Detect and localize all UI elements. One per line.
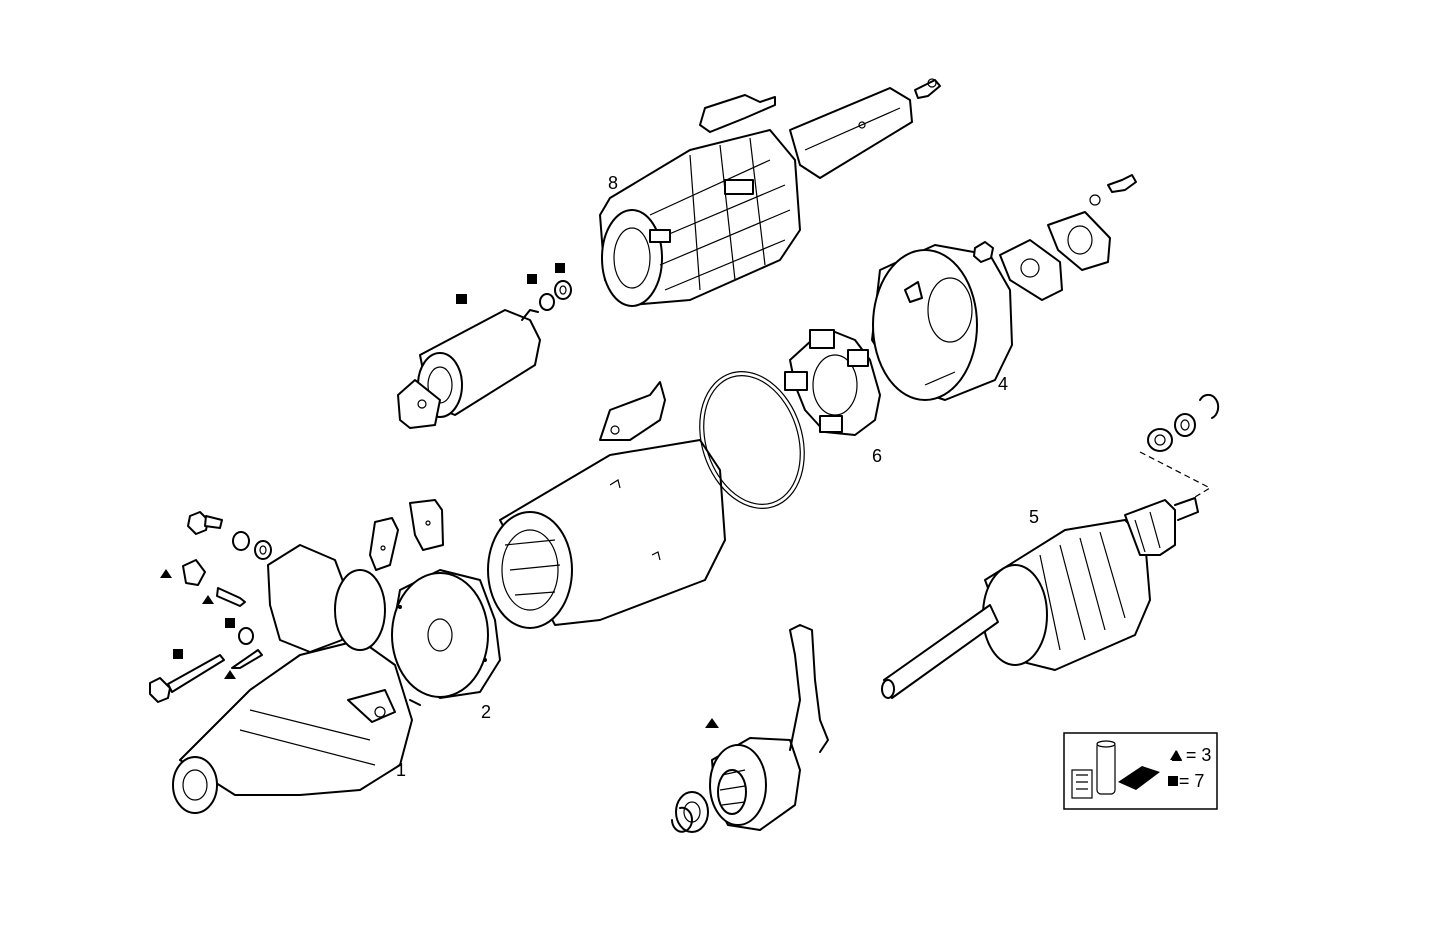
callout-1: 1 [396,760,406,780]
triangle-marker [224,670,236,679]
brush-icon [1118,766,1160,790]
drive-pinion-assembly [709,624,829,831]
square-marker [555,263,565,273]
bearing-plate-part-2 [391,569,501,699]
callout-8: 8 [608,173,618,193]
armature-washers [1147,393,1220,452]
consumables-legend: ▲= 3 ■= 7 [1063,732,1218,810]
pivot-pin [182,559,246,607]
pole-shoe [789,87,913,179]
pole-screw [914,78,941,99]
legend-square-marker [1168,776,1178,786]
long-through-bolt [149,654,225,703]
washer [238,627,254,645]
brush-holder-part-6 [784,329,881,436]
callout-4: 4 [998,374,1008,394]
field-coil-assembly-part-8 [599,94,801,307]
callout-2: 2 [481,702,491,722]
legend-triangle-marker [1170,750,1182,760]
tube-icon [1096,741,1116,795]
legend-square-text: ■= 7 [1168,771,1204,791]
yoke-housing [487,381,726,629]
leader-line [1139,451,1212,501]
brush-spring-clips [369,499,444,571]
triangle-marker [705,718,719,728]
grease-tub-icon [1071,769,1093,799]
bolt-washers [232,531,272,560]
cap-plate [1047,211,1111,271]
armature-part-5 [881,497,1199,699]
callout-6: 6 [872,446,882,466]
pinion-bearing [675,791,709,833]
square-marker [527,274,537,284]
o-ring [699,371,805,509]
pinion-circlip [671,806,693,833]
end-cover-part-4 [871,244,1013,401]
triangle-marker [202,595,214,604]
square-marker [225,618,235,628]
square-marker [173,649,183,659]
gasket [999,239,1063,301]
end-cover-nut [973,241,994,263]
triangle-marker [160,569,172,578]
end-cover-screw [1089,174,1137,206]
housing-bolt [187,511,223,535]
drive-end-housing-part-1 [172,544,421,814]
square-marker [456,294,467,304]
solenoid-washers [539,280,572,311]
callout-5: 5 [1029,507,1039,527]
solenoid-switch [397,309,541,429]
cotter-pin [231,649,263,669]
legend-triangle-text: ▲= 3 [1168,745,1211,765]
